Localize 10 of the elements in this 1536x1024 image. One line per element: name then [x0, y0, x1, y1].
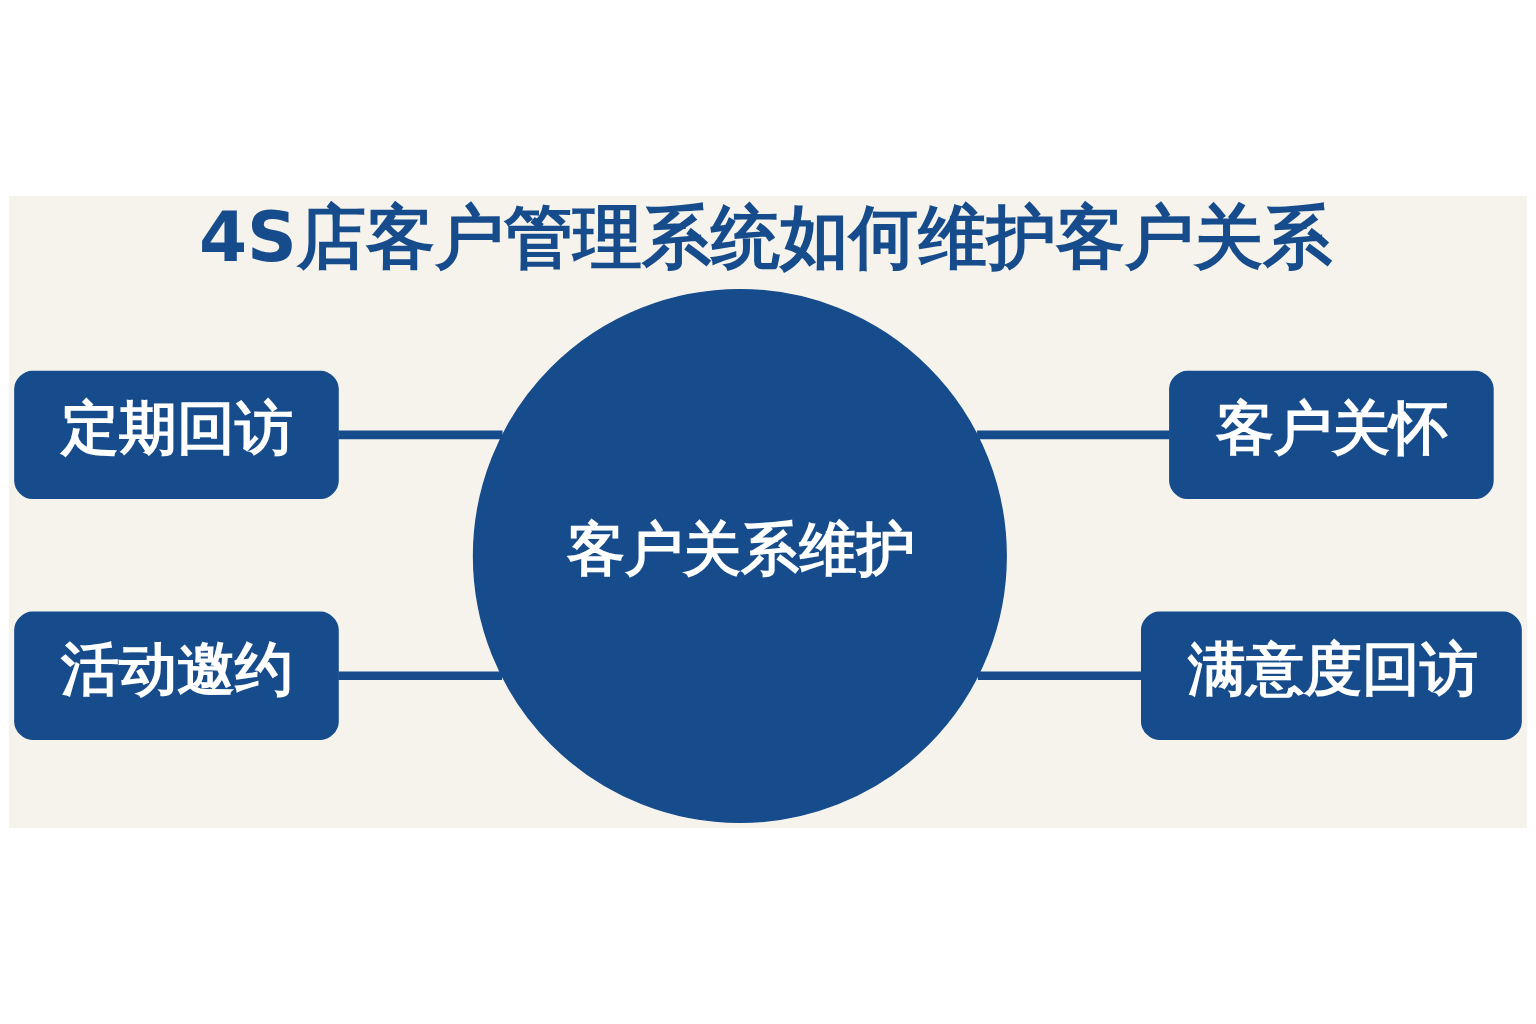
connector — [338, 671, 503, 681]
connector — [977, 671, 1142, 681]
diagram-title: 4S店客户管理系统如何维护客户关系 — [198, 197, 1332, 278]
node-box: 客户关怀 — [1169, 370, 1494, 500]
node-circle: 客户关系维护 — [472, 288, 1007, 824]
node-box: 定期回访 — [14, 370, 339, 500]
connector — [338, 430, 503, 440]
node-box: 满意度回访 — [1141, 611, 1522, 740]
node-box: 活动邀约 — [14, 611, 339, 740]
connector — [977, 430, 1170, 440]
